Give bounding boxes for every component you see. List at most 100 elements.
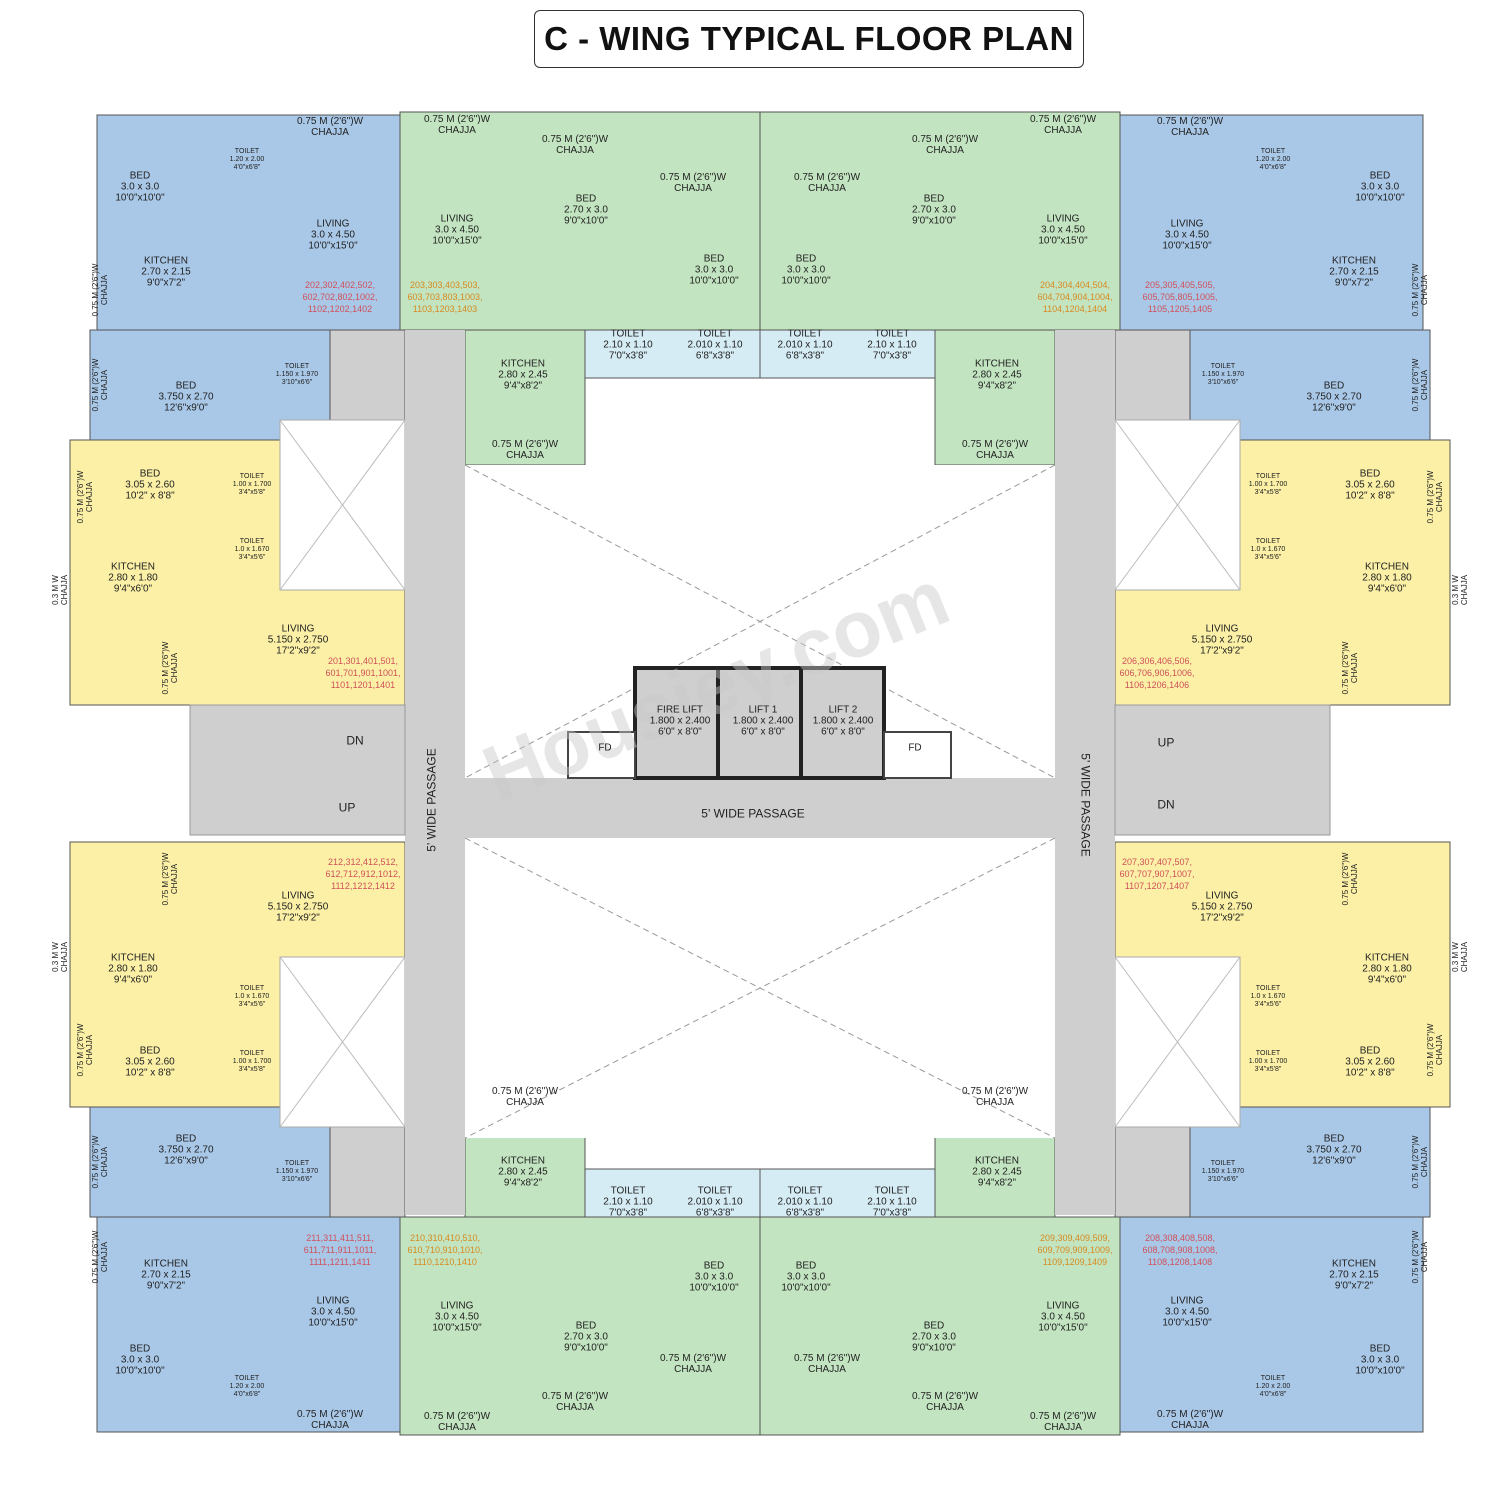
bottom_right-room-label-0-3-m-w: 0.3 M W CHAJJA (1451, 941, 1469, 973)
bottom_left-green-unit-numbers: 210,310,410,510, 610,710,910,1010, 1110,… (407, 1233, 483, 1267)
passage-left (405, 330, 465, 1215)
top_left-room-label-toilet: TOILET 1.20 x 2.00 4'0"x6'8" (229, 148, 265, 171)
bottom_right-room-label-0-75-m-2-6-w: 0.75 M (2'6")W CHAJJA (1426, 1023, 1444, 1077)
bottom_left-room-label-kitchen: KITCHEN 2.80 x 2.45 9'4"x8'2" (498, 1155, 548, 1189)
top_right-room-label-toilet: TOILET 1.20 x 2.00 4'0"x6'8" (1255, 148, 1291, 171)
bottom_right-room-label-kitchen: KITCHEN 2.80 x 1.80 9'4"x6'0" (1362, 952, 1412, 986)
top_right-room-label-0-75-m-2-6-w: 0.75 M (2'6")W CHAJJA (1426, 470, 1444, 524)
top_right-green-unit (759, 111, 1121, 331)
top_right-room-label-0-75-m-2-6-w: 0.75 M (2'6")W CHAJJA (1411, 263, 1429, 317)
bottom_right-room-label-bed: BED 3.0 x 3.0 10'0"x10'0" (1355, 1343, 1405, 1377)
bottom_right-room-label-toilet: TOILET 2.10 x 1.10 7'0"x3'8" (867, 1185, 917, 1219)
top_right-room-label-bed: BED 3.750 x 2.70 12'6"x9'0" (1306, 380, 1362, 414)
lift-1-label: LIFT 1 1.800 x 2.400 6'0" x 8'0" (732, 704, 794, 738)
bottom_right-room-label-toilet: TOILET 1.20 x 2.00 4'0"x6'8" (1255, 1375, 1291, 1398)
bottom_left-room-label-kitchen: KITCHEN 2.70 x 2.15 9'0"x7'2" (141, 1258, 191, 1292)
top_right-room-label-kitchen: KITCHEN 2.70 x 2.15 9'0"x7'2" (1329, 255, 1379, 289)
passage-right (1055, 330, 1115, 1215)
bottom_left-room-label-toilet: TOILET 1.150 x 1.970 3'10"x6'6" (275, 1160, 319, 1183)
bottom_left-shaft-cross (279, 956, 406, 1128)
stair-left-up: UP (338, 800, 356, 815)
top_right-room-label-toilet: TOILET 2.010 x 1.10 6'8"x3'8" (777, 328, 833, 362)
top_right-room-label-bed: BED 3.0 x 3.0 10'0"x10'0" (1355, 170, 1405, 204)
bottom_right-room-label-kitchen: KITCHEN 2.70 x 2.15 9'0"x7'2" (1329, 1258, 1379, 1292)
top_right-corridor (1114, 329, 1191, 421)
top_left-green-unit (399, 111, 761, 331)
bottom_left-room-label-toilet: TOILET 1.20 x 2.00 4'0"x6'8" (229, 1375, 265, 1398)
bottom_right-room-label-0-75-m-2-6-w: 0.75 M (2'6")W CHAJJA (793, 1353, 861, 1375)
top_left-blue-unit-numbers: 202,302,402,502, 602,702,802,1002, 1102,… (302, 280, 378, 314)
bottom_left-room-label-bed: BED 3.750 x 2.70 12'6"x9'0" (158, 1133, 214, 1167)
passage-label-left: 5' WIDE PASSAGE (424, 748, 439, 852)
bottom_left-blue-unit-numbers: 211,311,411,511, 611,711,911,1011, 1111,… (303, 1233, 377, 1267)
top_right-room-label-toilet: TOILET 1.150 x 1.970 3'10"x6'6" (1201, 363, 1245, 386)
stair-right-up: UP (1157, 735, 1175, 750)
top_left-room-label-0-75-m-2-6-w: 0.75 M (2'6")W CHAJJA (161, 641, 179, 695)
void-diagonal (464, 837, 1056, 1139)
bottom_left-room-label-0-75-m-2-6-w: 0.75 M (2'6")W CHAJJA (659, 1353, 727, 1375)
bottom_left-room-label-living: LIVING 3.0 x 4.50 10'0"x15'0" (308, 1295, 358, 1329)
top_left-toilet-block (584, 329, 761, 379)
top_left-room-label-bed: BED 2.70 x 3.0 9'0"x10'0" (564, 193, 608, 227)
top_left-blue-unit (96, 114, 401, 331)
bottom_left-room-label-toilet: TOILET 1.00 x 1.700 3'4"x5'8" (232, 1050, 272, 1073)
bottom_right-room-label-bed: BED 3.750 x 2.70 12'6"x9'0" (1306, 1133, 1362, 1167)
top_left-room-label-bed: BED 3.750 x 2.70 12'6"x9'0" (158, 380, 214, 414)
top_right-shaft-cross (1114, 419, 1241, 591)
bottom_right-room-label-toilet: TOILET 1.00 x 1.700 3'4"x5'8" (1248, 1050, 1288, 1073)
fd-left-box (567, 731, 636, 779)
top_left-room-label-toilet: TOILET 1.00 x 1.700 3'4"x5'8" (232, 473, 272, 496)
bottom_left-room-label-0-75-m-2-6-w: 0.75 M (2'6")W CHAJJA (161, 852, 179, 906)
bottom_left-room-label-bed: BED 3.0 x 3.0 10'0"x10'0" (115, 1343, 165, 1377)
top_right-room-label-kitchen: KITCHEN 2.80 x 1.80 9'4"x6'0" (1362, 561, 1412, 595)
bottom_left-room-label-0-75-m-2-6-w: 0.75 M (2'6")W CHAJJA (541, 1391, 609, 1413)
top_right-blue-unit (1119, 114, 1424, 331)
bottom_left-room-label-0-75-m-2-6-w: 0.75 M (2'6")W CHAJJA (491, 1086, 559, 1108)
bottom_left-room-label-0-75-m-2-6-w: 0.75 M (2'6")W CHAJJA (76, 1023, 94, 1077)
bottom_left-yellow-unit-numbers: 212,312,412,512, 612,712,912,1012, 1112,… (325, 857, 401, 891)
passage-label-right: 5' WIDE PASSAGE (1078, 753, 1093, 857)
top_right-room-label-0-75-m-2-6-w: 0.75 M (2'6")W CHAJJA (1411, 358, 1429, 412)
bottom_right-corridor (1114, 1126, 1191, 1218)
bottom_right-room-label-kitchen: KITCHEN 2.80 x 2.45 9'4"x8'2" (972, 1155, 1022, 1189)
top_left-room-label-bed: BED 3.0 x 3.0 10'0"x10'0" (689, 253, 739, 287)
bottom_right-room-label-living: LIVING 5.150 x 2.750 17'2"x9'2" (1191, 890, 1253, 924)
top_left-room-label-living: LIVING 5.150 x 2.750 17'2"x9'2" (267, 623, 329, 657)
bottom_right-shaft-cross (1114, 956, 1241, 1128)
top_left-shaft-cross (279, 419, 406, 591)
bottom_right-room-label-bed: BED 3.05 x 2.60 10'2" x 8'8" (1345, 1045, 1395, 1079)
bottom_right-room-label-living: LIVING 3.0 x 4.50 10'0"x15'0" (1162, 1295, 1212, 1329)
top_right-room-label-0-75-m-2-6-w: 0.75 M (2'6")W CHAJJA (793, 172, 861, 194)
top_left-room-label-0-75-m-2-6-w: 0.75 M (2'6")W CHAJJA (296, 116, 364, 138)
bottom_left-room-label-0-75-m-2-6-w: 0.75 M (2'6")W CHAJJA (91, 1230, 109, 1284)
top_right-room-label-kitchen: KITCHEN 2.80 x 2.45 9'4"x8'2" (972, 358, 1022, 392)
top_left-room-label-0-75-m-2-6-w: 0.75 M (2'6")W CHAJJA (541, 134, 609, 156)
top_left-room-label-toilet: TOILET 2.10 x 1.10 7'0"x3'8" (603, 328, 653, 362)
bottom_left-room-label-kitchen: KITCHEN 2.80 x 1.80 9'4"x6'0" (108, 952, 158, 986)
fd-left-label: FD (598, 742, 612, 754)
top_left-room-label-toilet: TOILET 1.150 x 1.970 3'10"x6'6" (275, 363, 319, 386)
bottom_left-room-label-0-75-m-2-6-w: 0.75 M (2'6")W CHAJJA (296, 1409, 364, 1431)
bottom_left-room-label-0-75-m-2-6-w: 0.75 M (2'6")W CHAJJA (423, 1411, 491, 1433)
bottom_right-yellow-unit-numbers: 207,307,407,507, 607,707,907,1007, 1107,… (1119, 857, 1195, 891)
bottom_right-room-label-0-75-m-2-6-w: 0.75 M (2'6")W CHAJJA (911, 1391, 979, 1413)
bottom_right-room-label-bed: BED 2.70 x 3.0 9'0"x10'0" (912, 1320, 956, 1354)
top_right-room-label-0-75-m-2-6-w: 0.75 M (2'6")W CHAJJA (1341, 641, 1359, 695)
bottom_left-room-label-toilet: TOILET 2.010 x 1.10 6'8"x3'8" (687, 1185, 743, 1219)
fd-right-label: FD (908, 742, 922, 754)
bottom_right-toilet-block (759, 1168, 936, 1218)
top_right-room-label-bed: BED 3.05 x 2.60 10'2" x 8'8" (1345, 468, 1395, 502)
top_left-green-unit-kitchen (464, 329, 586, 466)
passage-label-center: 5' WIDE PASSAGE (701, 806, 805, 821)
top_right-green-unit-numbers: 204,304,404,504, 604,704,904,1004, 1104,… (1037, 280, 1113, 314)
top_left-room-label-kitchen: KITCHEN 2.70 x 2.15 9'0"x7'2" (141, 255, 191, 289)
bottom_left-room-label-0-3-m-w: 0.3 M W CHAJJA (51, 941, 69, 973)
bottom_left-room-label-toilet: TOILET 1.0 x 1.670 3'4"x5'6" (234, 985, 270, 1008)
bottom_right-room-label-toilet: TOILET 1.150 x 1.970 3'10"x6'6" (1201, 1160, 1245, 1183)
bottom_right-room-label-toilet: TOILET 2.010 x 1.10 6'8"x3'8" (777, 1185, 833, 1219)
bottom_right-green-unit (759, 1216, 1121, 1436)
top_left-green-unit-numbers: 203,303,403,503, 603,703,803,1003, 1103,… (407, 280, 483, 314)
bottom_right-green-unit-numbers: 209,309,409,509, 609,709,909,1009, 1109,… (1037, 1233, 1113, 1267)
bottom_right-room-label-0-75-m-2-6-w: 0.75 M (2'6")W CHAJJA (961, 1086, 1029, 1108)
top_left-room-label-bed: BED 3.0 x 3.0 10'0"x10'0" (115, 170, 165, 204)
